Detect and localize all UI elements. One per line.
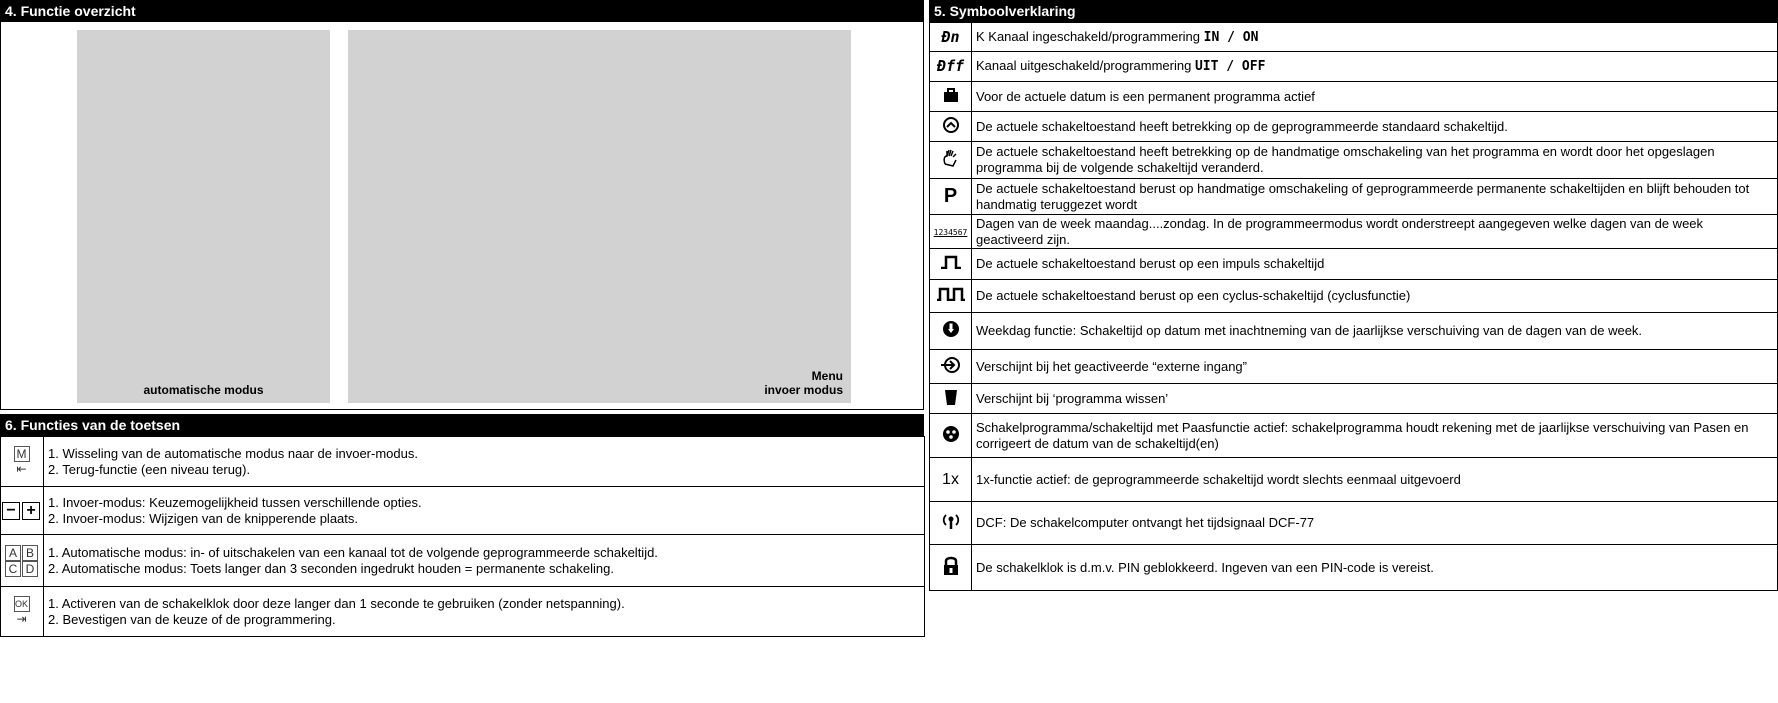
weekdays-icon: 1234567 [929,214,972,249]
table-row: Đff Kanaal uitgeschakeld/programmering U… [929,51,1778,82]
code-in-on: IN / ON [1203,29,1259,45]
table-row: Verschijnt bij het geactiveerde “externe… [929,349,1778,384]
section-keys: 6. Functies van de toetsen [0,414,924,436]
table-row: De schakelklok is d.m.v. PIN geblokkeerd… [929,544,1778,591]
symbol-description: Schakelprogramma/schakeltijd met Paasfun… [971,413,1778,458]
key-ok-line1: 1. Activeren van de schakelklok door dez… [48,595,625,611]
symbol-description: De actuele schakeltoestand berust op han… [971,178,1778,215]
table-row: Đn K Kanaal ingeschakeld/programmering I… [929,22,1778,52]
key-ok-cell: OK ⇥ [0,586,44,637]
key-abcd-line2: 2. Automatische modus: Toets langer dan … [48,560,615,576]
symbol-description: De actuele schakeltoestand berust op een… [971,248,1778,280]
automatic-mode-caption: automatische modus [143,383,264,397]
dcf-antenna-icon [929,501,972,545]
key-abcd-line1: 1. Automatische modus: in- of uitschakel… [48,544,658,560]
back-arrow-icon: ⇤ [16,462,27,477]
symbols-table: Đn K Kanaal ingeschakeld/programmering I… [929,22,1778,591]
key-minus-plus-description: 1. Invoer-modus: Keuzemogelijkheid tusse… [43,486,925,535]
section-keys-title: 6. Functies van de toetsen [0,414,924,436]
weekday-function-icon [929,312,972,350]
section-overview-title: 4. Functie overzicht [0,0,924,22]
minus-icon: − [2,501,20,520]
permanent-p-icon: P [929,178,972,215]
symbol-description: Kanaal uitgeschakeld/programmering UIT /… [971,51,1778,82]
symbol-description: Verschijnt bij het geactiveerde “externe… [971,349,1778,384]
table-row: Schakelprogramma/schakeltijd met Paasfun… [929,413,1778,458]
symbol-description: Weekdag functie: Schakeltijd op datum me… [971,312,1778,350]
symbol-description: K Kanaal ingeschakeld/programmering IN /… [971,22,1778,52]
table-row: 1234567 Dagen van de week maandag....zon… [929,214,1778,249]
table-row: De actuele schakeltoestand berust op een… [929,279,1778,313]
key-abcd-description: 1. Automatische modus: in- of uitschakel… [43,534,925,587]
trash-icon [929,383,972,414]
key-b-label: B [22,544,38,561]
key-m-line2: 2. Terug-functie (een niveau terug). [48,461,251,477]
automatic-mode-figure [77,30,330,403]
forward-arrow-icon: ⇥ [16,612,27,627]
table-row: Verschijnt bij ‘programma wissen’ [929,383,1778,414]
easter-icon [929,413,972,458]
section-symbols-title: 5. Symboolverklaring [929,0,1778,22]
key-minus-plus-cell: −+ [0,486,44,535]
table-row: Weekdag functie: Schakeltijd op datum me… [929,312,1778,350]
table-row: M ⇤ 1. Wisseling van de automatische mod… [0,436,925,487]
key-minus-plus-line1: 1. Invoer-modus: Keuzemogelijkheid tusse… [48,494,422,510]
section-overview-frame [0,22,924,410]
key-ok-description: 1. Activeren van de schakelklok door dez… [43,586,925,637]
symbol-description: Dagen van de week maandag....zondag. In … [971,214,1778,249]
pulse-icon [929,248,972,280]
key-ok-label: OK [13,595,30,612]
cycle-icon [929,279,972,313]
key-m-label: M [13,445,30,462]
symbol-description: Verschijnt bij ‘programma wissen’ [971,383,1778,414]
table-row: −+ 1. Invoer-modus: Keuzemogelijkheid tu… [0,486,925,535]
symbol-description: De actuele schakeltoestand heeft betrekk… [971,141,1778,179]
key-m-cell: M ⇤ [0,436,44,487]
keys-table: M ⇤ 1. Wisseling van de automatische mod… [0,436,925,637]
pin-lock-icon [929,544,972,591]
menu-caption: Menu invoer modus [740,369,851,397]
table-row: Voor de actuele datum is een permanent p… [929,81,1778,112]
symbol-description: 1x-functie actief: de geprogrammeerde sc… [971,457,1778,502]
symbol-description: DCF: De schakelcomputer ontvangt het tij… [971,501,1778,545]
table-row: DCF: De schakelcomputer ontvangt het tij… [929,501,1778,545]
key-a-label: A [5,544,21,561]
manual-hand-icon [929,141,972,179]
table-row: P De actuele schakeltoestand berust op h… [929,178,1778,215]
table-row: OK ⇥ 1. Activeren van de schakelklok doo… [0,586,925,637]
symbol-description: Voor de actuele datum is een permanent p… [971,81,1778,112]
table-row: 1x 1x-functie actief: de geprogrammeerde… [929,457,1778,502]
key-m-line1: 1. Wisseling van de automatische modus n… [48,445,418,461]
key-m-description: 1. Wisseling van de automatische modus n… [43,436,925,487]
channel-on-icon: Đn [929,22,972,52]
permanent-program-icon [929,81,972,112]
key-d-label: D [22,561,38,578]
table-row: De actuele schakeltoestand heeft betrekk… [929,111,1778,142]
plus-icon: + [22,501,40,520]
menu-caption-line2: invoer modus [764,383,843,397]
table-row: De actuele schakeltoestand heeft betrekk… [929,141,1778,179]
menu-figure [348,30,851,403]
external-input-icon [929,349,972,384]
standard-switch-time-icon [929,111,972,142]
symbol-description: De actuele schakeltoestand heeft betrekk… [971,111,1778,142]
section-overview: 4. Functie overzicht [0,0,924,410]
code-uit-off: UIT / OFF [1194,59,1266,74]
section-symbols: 5. Symboolverklaring [929,0,1778,22]
symbol-description: De actuele schakeltoestand berust op een… [971,279,1778,313]
once-icon: 1x [929,457,972,502]
channel-off-icon: Đff [929,51,972,82]
key-minus-plus-line2: 2. Invoer-modus: Wijzigen van de knipper… [48,510,359,526]
table-row: De actuele schakeltoestand berust op een… [929,248,1778,280]
symbol-description: De schakelklok is d.m.v. PIN geblokkeerd… [971,544,1778,591]
menu-caption-line1: Menu [811,369,843,383]
key-c-label: C [5,561,21,578]
key-ok-line2: 2. Bevestigen van de keuze of de program… [48,611,336,627]
